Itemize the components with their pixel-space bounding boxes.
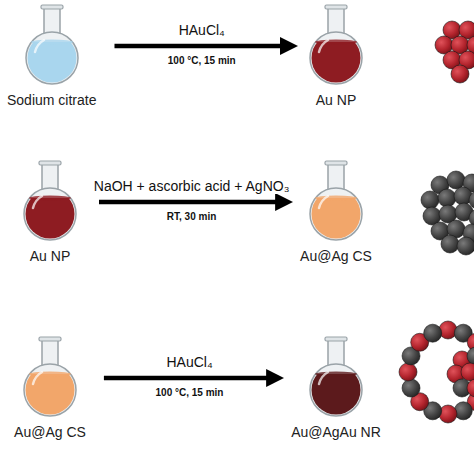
flask-label: Au NP [316,92,356,108]
round-bottom-flask [15,336,85,418]
nanoparticle-sphere [439,321,457,339]
round-bottom-flask [301,336,371,418]
flask-node: Au NP [15,160,85,264]
flask-node: Au@Ag CS [296,160,376,264]
nanoparticle-sphere [454,402,472,420]
reaction-arrow [104,376,275,381]
nanoparticle-sphere [399,363,417,381]
flask-node: Sodium citrate [3,4,100,108]
nanoparticle-sphere [461,363,474,381]
round-bottom-flask [15,160,85,242]
nanoparticle-sphere [447,171,465,189]
reagent-label: NaOH + ascorbic acid + AgNO₃ [92,178,292,194]
flask-node: Au@AgAu NR [287,336,385,440]
condition-label: RT, 30 min [167,211,216,222]
reaction-arrow [99,200,284,205]
flask-label: Sodium citrate [7,92,96,108]
flask-label: Au NP [30,248,70,264]
nanoparticle-sphere [402,379,420,397]
reagent-label: HAuCl₄ [177,22,227,38]
round-bottom-flask [17,4,87,86]
round-bottom-flask [301,160,371,242]
nanoparticle-sphere [424,324,442,342]
nanoparticle-sphere [439,405,457,423]
reagent-label: HAuCl₄ [164,354,214,370]
nanoparticle-sphere [467,347,474,365]
nanoparticle-sphere [457,237,474,255]
nanoparticle-sphere [421,191,439,209]
nanoparticle-sphere [451,65,469,83]
condition-label: 100 °C, 15 min [156,387,224,398]
nanoparticle-sphere [438,189,456,207]
reaction-arrow [114,44,289,49]
flask-node: Au NP [301,4,371,108]
condition-label: 100 °C, 15 min [168,55,236,66]
flask-label: Au@AgAu NR [291,424,381,440]
nanoparticle-sphere [467,379,474,397]
flask-node: Au@Ag CS [10,336,90,440]
round-bottom-flask [301,4,371,86]
flask-label: Au@Ag CS [14,424,86,440]
nanoparticle-sphere [441,235,459,253]
flask-label: Au@Ag CS [300,248,372,264]
